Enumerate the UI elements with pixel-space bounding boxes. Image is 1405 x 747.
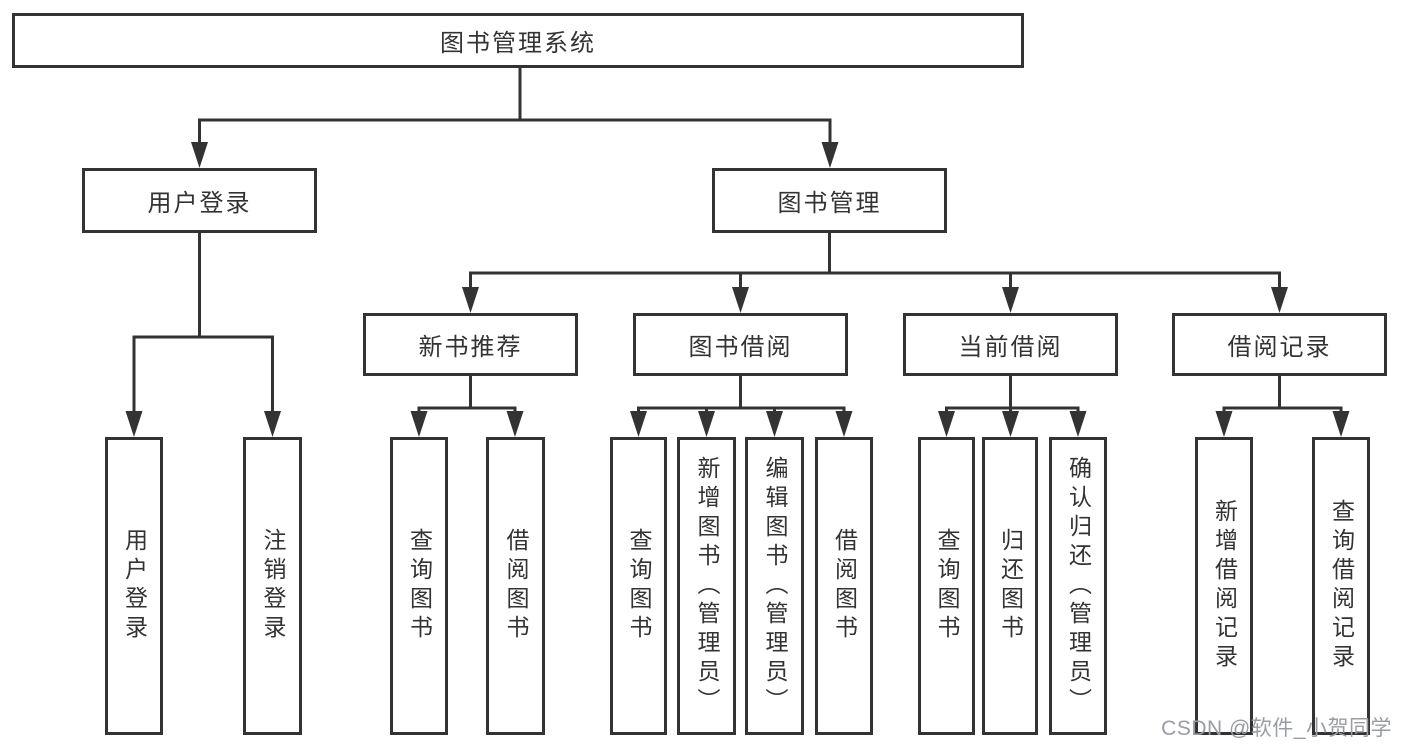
arrowhead [1215,411,1233,437]
arrowhead [1271,287,1288,313]
node-query-book-current: 查询图书 [918,437,975,735]
node-book-borrow: 图书借阅 [633,313,848,376]
node-logout-action: 注销登录 [243,437,302,735]
connector-line [417,374,517,413]
node-new-book-recommend-label: 新书推荐 [418,334,523,361]
arrowhead [630,411,647,437]
node-confirm-return-admin-label: 确认归还（管理员） [1065,455,1092,717]
arrowhead [1002,411,1019,437]
arrowhead [410,411,428,437]
node-add-borrow-record: 新增借阅记录 [1195,437,1253,735]
arrowhead [264,411,281,437]
node-borrow-book-newrec: 借阅图书 [486,437,545,735]
node-borrow-records: 借阅记录 [1172,313,1387,376]
arrowhead [1069,411,1087,437]
node-query-book-borrow: 查询图书 [610,437,667,735]
node-add-book-admin: 新增图书（管理员） [677,437,736,735]
arrowhead [766,411,783,437]
connector-book-management-arrowheads [462,287,1288,313]
arrowhead [1002,287,1019,313]
node-add-book-admin-label: 新增图书（管理员） [694,455,720,717]
arrowhead [732,287,749,313]
node-user-login-label: 用户登录 [147,190,252,217]
node-new-book-recommend: 新书推荐 [363,313,578,376]
node-return-book-label: 归还图书 [997,528,1024,644]
arrowhead [191,142,208,168]
arrowhead [125,411,143,437]
connector-root-arrowheads [191,142,839,168]
connector-book-management-to-level3 [469,231,1281,289]
connector-book-borrow-arrowheads [630,411,853,437]
node-book-management-label: 图书管理 [777,190,882,217]
connector-user-login-arrowheads [125,411,281,437]
node-user-login: 用户登录 [82,168,317,233]
node-root: 图书管理系统 [12,13,1024,68]
node-query-book-newrec-label: 查询图书 [406,528,433,644]
arrowhead [835,411,853,437]
connector-root-to-level2 [198,64,832,144]
connector-current-borrow-arrowheads [938,411,1087,437]
node-borrow-records-label: 借阅记录 [1227,334,1332,361]
node-borrow-book-action-label: 借阅图书 [831,528,858,644]
connector-line [132,231,274,413]
arrowhead [698,411,715,437]
connector-line [637,374,846,413]
arrowhead [506,411,524,437]
connector-user-login-to-leaves [132,231,274,413]
node-logout-action-label: 注销登录 [260,528,286,644]
node-add-borrow-record-label: 新增借阅记录 [1211,499,1238,673]
node-root-label: 图书管理系统 [440,30,596,57]
connector-new-book-recommend-arrowheads [410,411,524,437]
node-query-book-borrow-label: 查询图书 [626,528,652,644]
node-edit-book-admin-label: 编辑图书（管理员） [762,455,788,717]
node-login-action-label: 用户登录 [121,528,148,644]
csdn-watermark: CSDN @软件_小贺同学 [1161,717,1392,740]
node-query-book-current-label: 查询图书 [934,528,960,644]
connector-line [945,374,1080,413]
node-query-book-newrec: 查询图书 [390,437,448,735]
node-current-borrow-label: 当前借阅 [958,334,1063,361]
node-current-borrow: 当前借阅 [903,313,1118,376]
node-query-borrow-record-label: 查询借阅记录 [1328,499,1355,673]
node-return-book: 归还图书 [982,437,1038,735]
arrowhead [938,411,955,437]
connector-current-borrow-to-leaves [945,374,1080,413]
node-borrow-book-newrec-label: 借阅图书 [503,528,529,644]
arrowhead [821,142,839,168]
node-query-borrow-record: 查询借阅记录 [1312,437,1370,735]
connector-borrow-records-arrowheads [1215,411,1350,437]
arrowhead [1332,411,1350,437]
node-edit-book-admin: 编辑图书（管理员） [745,437,804,735]
connector-line [1222,374,1343,413]
node-book-management: 图书管理 [712,168,947,233]
connector-line [469,231,1281,289]
node-borrow-book-action: 借阅图书 [815,437,873,735]
connector-book-borrow-to-leaves [637,374,846,413]
connector-new-book-recommend-to-leaves [417,374,517,413]
arrowhead [462,287,479,313]
node-login-action: 用户登录 [105,437,163,735]
connector-borrow-records-to-leaves [1222,374,1343,413]
node-confirm-return-admin: 确认归还（管理员） [1049,437,1107,735]
connector-line [198,64,832,144]
node-book-borrow-label: 图书借阅 [688,334,793,361]
